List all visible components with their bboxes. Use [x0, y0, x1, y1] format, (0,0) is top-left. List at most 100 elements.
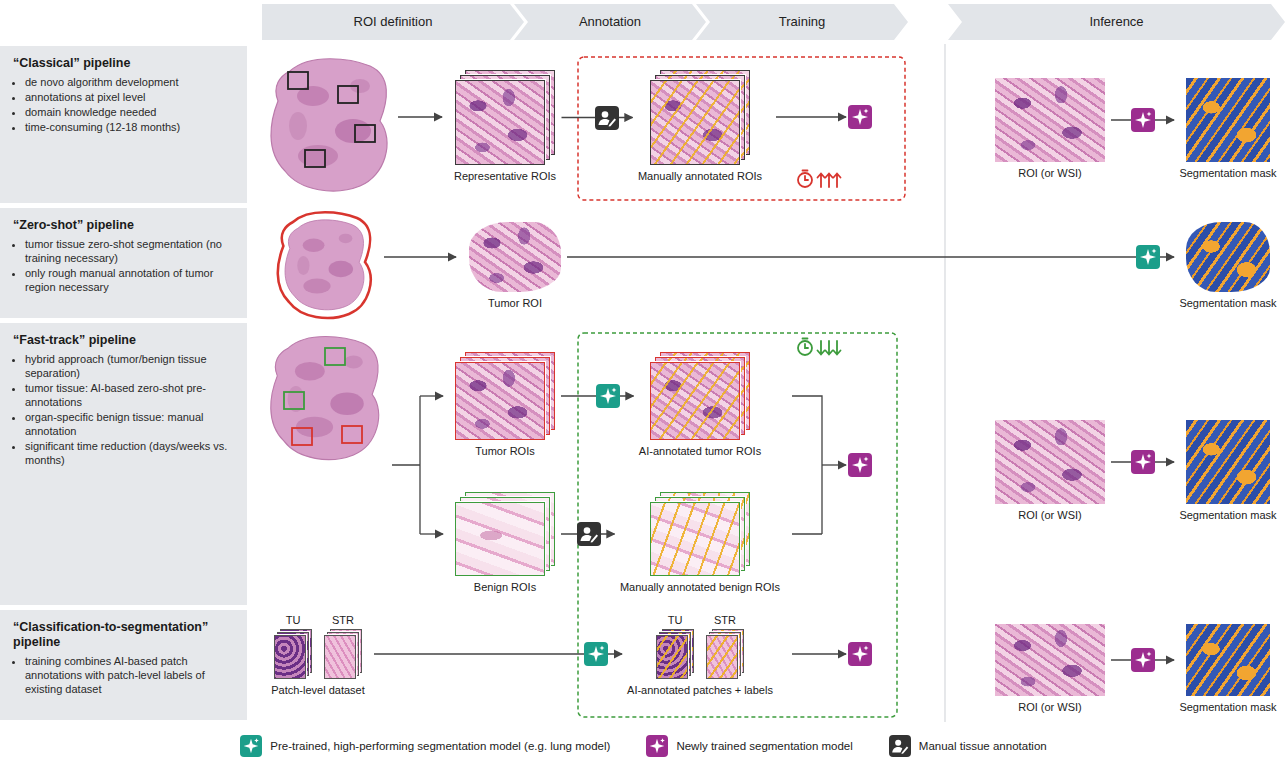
bullet-text: de novo algorithm development [25, 75, 237, 89]
legend-item: Manual tissue annotation [889, 735, 1047, 757]
line-path [826, 174, 833, 188]
sparkle [661, 738, 666, 743]
roi-tile [650, 502, 740, 576]
sparkle [1135, 454, 1151, 470]
image-caption: Segmentation mask [1174, 509, 1282, 522]
legend-item: Newly trained segmentation model [646, 735, 852, 757]
sparkle-glyph [584, 642, 608, 666]
tissue-image [469, 222, 561, 292]
legend-swatch [646, 735, 668, 757]
stage-chevron: Training [696, 4, 908, 40]
shape-rect [284, 392, 304, 409]
model-icon [1131, 450, 1155, 474]
sparkle [244, 739, 259, 754]
image-caption: Tumor ROIs [449, 445, 561, 458]
legend-text: Newly trained segmentation model [676, 740, 852, 752]
slide-figure [285, 220, 364, 310]
patch-tile [324, 635, 356, 679]
sparkle-glyph [1131, 450, 1155, 474]
shape-circle [798, 173, 812, 187]
class-label: STR [332, 614, 354, 627]
head [601, 111, 608, 118]
bullet-list: tumor tissue zero-shot segmentation (no … [13, 237, 237, 294]
flow-arrow [384, 256, 456, 257]
legend-text: Manual tissue annotation [919, 740, 1047, 752]
divider-line [944, 44, 945, 722]
patch-column: TU [656, 614, 694, 679]
line-path [834, 341, 841, 355]
slide-figure [271, 337, 379, 460]
pipeline-panel: “Zero-shot” pipelinetumor tissue zero-sh… [0, 208, 247, 318]
roi-tile [455, 502, 545, 576]
tumor-outline [278, 212, 371, 318]
patch-node: TU STR Patch-level dataset [262, 614, 374, 697]
connector-arrow [567, 256, 1174, 257]
bullet-text: only rough manual annotation of tumor re… [25, 266, 237, 294]
pipeline-panel: “Fast-track” pipeline hybrid approach (tu… [0, 323, 247, 605]
line-path [826, 341, 833, 355]
image-node: Segmentation mask [1174, 222, 1282, 310]
image-caption: Patch-level dataset [262, 684, 374, 697]
sparkle [600, 646, 605, 651]
image-caption: Segmentation mask [1174, 297, 1282, 310]
head [895, 740, 901, 746]
branch-line [392, 396, 420, 534]
shape-rect [325, 348, 345, 365]
shape-rect [342, 426, 362, 443]
model-icon [848, 642, 872, 666]
patch-tile [656, 635, 688, 679]
pen [608, 118, 615, 126]
person-glyph [889, 735, 911, 757]
line-path [805, 344, 808, 348]
model-icon [584, 642, 608, 666]
tissue-image [650, 352, 750, 440]
patch-row: TUSTR [622, 614, 778, 679]
flow-arrow [420, 533, 443, 534]
legend-swatch [889, 735, 911, 757]
image-node: ROI (or WSI) [989, 420, 1111, 522]
bullet-text: hybrid approach (tumor/benign tissue sep… [25, 352, 237, 380]
image-node: ROI (or WSI) [989, 78, 1111, 180]
stage-label: Training [696, 4, 908, 40]
tissue-image [455, 352, 555, 440]
image-caption: Manually annotated benign ROIs [615, 581, 786, 594]
pen [901, 746, 908, 753]
stage-label: Annotation [514, 4, 706, 40]
image-caption: Segmentation mask [1174, 701, 1282, 714]
sparkle [1140, 249, 1156, 265]
merge-line [792, 396, 822, 534]
flow-arrow [792, 653, 846, 654]
roi-tile [455, 80, 545, 165]
tissue-image [650, 70, 750, 165]
image-node: Manually annotated ROIs [633, 70, 768, 183]
image-node: AI-annotated tumor ROIs [634, 352, 767, 458]
line-path [803, 170, 808, 172]
model-icon [1136, 245, 1160, 269]
image-node: Representative ROIs [449, 70, 562, 183]
pipeline-panel: “Classification-to-segmentation” pipelin… [0, 610, 247, 720]
bullet-list: training combines AI-based patch annotat… [13, 654, 237, 696]
image-caption: AI-annotated patches + labels [622, 684, 778, 697]
bullet-list: de novo algorithm developmentannotations… [13, 75, 237, 134]
pipeline-title: “Classification-to-segmentation” pipelin… [13, 620, 237, 650]
sparkle [611, 388, 616, 393]
image-node: Segmentation mask [1174, 624, 1282, 714]
pipeline-panel: “Classical” pipeline de novo algorithm de… [0, 46, 247, 203]
class-label: TU [286, 614, 301, 627]
stage-chevron: Annotation [514, 4, 706, 40]
pipeline-title: “Classical” pipeline [13, 56, 237, 71]
model-icon [848, 105, 872, 129]
dashed-frame [578, 57, 905, 200]
patch-stack [656, 629, 694, 679]
pipeline-title: “Fast-track” pipeline [13, 333, 237, 348]
flow-arrow [398, 116, 442, 117]
line-path [834, 174, 841, 188]
image-node: ROI (or WSI) [989, 624, 1111, 714]
model-icon [577, 522, 601, 546]
tissue-image [650, 492, 750, 576]
sparkle [1135, 112, 1151, 128]
line-path [805, 176, 808, 180]
flow-arrow [822, 464, 846, 465]
sparkle [255, 738, 260, 743]
sparkle [600, 388, 616, 404]
